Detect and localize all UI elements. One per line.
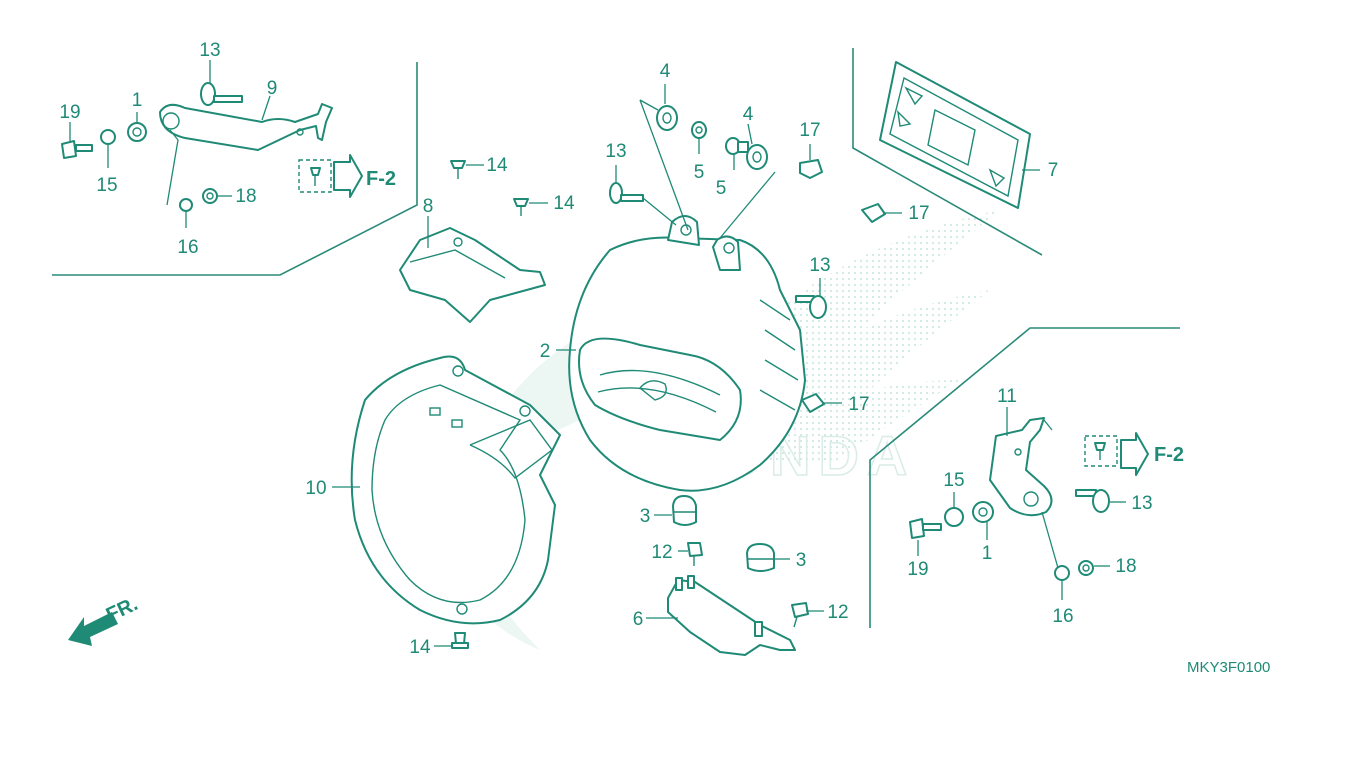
callout-9: 9	[267, 78, 278, 99]
dashed-screw-box-left	[298, 159, 332, 193]
callout-15: 15	[943, 470, 964, 491]
callout-18: 18	[235, 186, 256, 207]
clip-17-a	[799, 159, 823, 179]
dashed-screw-box-right	[1084, 435, 1118, 467]
callout-4: 4	[660, 61, 671, 82]
callout-15: 15	[96, 175, 117, 196]
collar-1-left	[127, 122, 147, 142]
nut-18-right	[1078, 560, 1094, 576]
callout-13: 13	[605, 141, 626, 162]
group-frames	[52, 48, 1180, 628]
arrow-icon-f2-right	[1120, 432, 1149, 476]
clip-17-c	[801, 393, 825, 413]
callout-18: 18	[1115, 556, 1136, 577]
callout-14: 14	[409, 637, 431, 658]
bolt-12-upper	[687, 542, 703, 566]
grommet-4-right	[746, 144, 768, 170]
callout-17: 17	[848, 394, 869, 415]
callout-12: 12	[651, 542, 672, 563]
callout-14: 14	[486, 155, 508, 176]
callout-labels: 13 1 9 19 15 18 16 14 14 8 4 4 5 5 13 17…	[59, 40, 1152, 658]
callout-5: 5	[694, 162, 705, 183]
bolt-12-lower	[791, 602, 809, 628]
leader-lines	[69, 60, 1126, 647]
callout-13: 13	[1131, 493, 1152, 514]
callout-4: 4	[743, 104, 754, 125]
rubber-3-upper	[672, 495, 697, 526]
grommet-4-left	[656, 105, 678, 131]
rubber-3-lower	[746, 543, 775, 572]
bolt-19-left	[61, 140, 93, 159]
headlight-unit-2	[568, 215, 806, 492]
bolt-13-left	[200, 82, 243, 106]
callout-13: 13	[809, 255, 830, 276]
nut-18-left	[202, 188, 218, 204]
bolt-13-middle	[609, 182, 644, 204]
bolt-13-right	[1075, 489, 1110, 513]
callout-3: 3	[796, 550, 807, 571]
washer-16-right	[1054, 565, 1070, 581]
callout-2: 2	[540, 341, 551, 362]
callout-1: 1	[982, 543, 993, 564]
callout-17: 17	[799, 120, 820, 141]
clip-17-b	[861, 203, 886, 223]
headlight-stay-right	[989, 417, 1053, 517]
callout-11: 11	[997, 386, 1017, 407]
callout-10: 10	[305, 478, 326, 499]
reference-f2-left: F-2	[366, 168, 396, 190]
callout-19: 19	[907, 559, 928, 580]
callout-17: 17	[908, 203, 929, 224]
screw-14-a	[450, 160, 466, 179]
washer-16-left	[179, 198, 193, 212]
plate-bracket-7	[879, 61, 1031, 209]
callout-14: 14	[553, 193, 575, 214]
callout-6: 6	[633, 609, 644, 630]
callout-13: 13	[199, 40, 220, 61]
bolt-13-headlight	[795, 295, 827, 319]
headlight-stay-left	[159, 103, 333, 151]
front-direction-marker: FR.	[68, 593, 141, 646]
callout-3: 3	[640, 506, 651, 527]
arrow-icon-f2-left	[333, 154, 363, 198]
callout-12: 12	[827, 602, 848, 623]
collar-5-left	[691, 121, 707, 139]
headlight-rim-10	[350, 355, 561, 625]
washer-15-left	[100, 129, 116, 145]
callout-8: 8	[423, 196, 434, 217]
rubber-cover-8	[399, 227, 546, 323]
bolt-19-right	[909, 518, 942, 539]
callout-1: 1	[132, 90, 143, 111]
screw-14-c	[451, 632, 469, 649]
washer-15-right	[944, 507, 964, 527]
screw-14-b	[513, 198, 529, 216]
callout-7: 7	[1048, 160, 1059, 181]
callout-19: 19	[59, 102, 80, 123]
lower-bracket-6	[667, 575, 796, 656]
callout-16: 16	[1052, 606, 1073, 627]
diagram-code: MKY3F0100	[1187, 659, 1270, 676]
collar-5-right	[725, 137, 749, 155]
collar-1-right	[972, 501, 994, 523]
callout-16: 16	[177, 237, 198, 258]
callout-5: 5	[716, 178, 727, 199]
reference-f2-right: F-2	[1154, 444, 1184, 466]
